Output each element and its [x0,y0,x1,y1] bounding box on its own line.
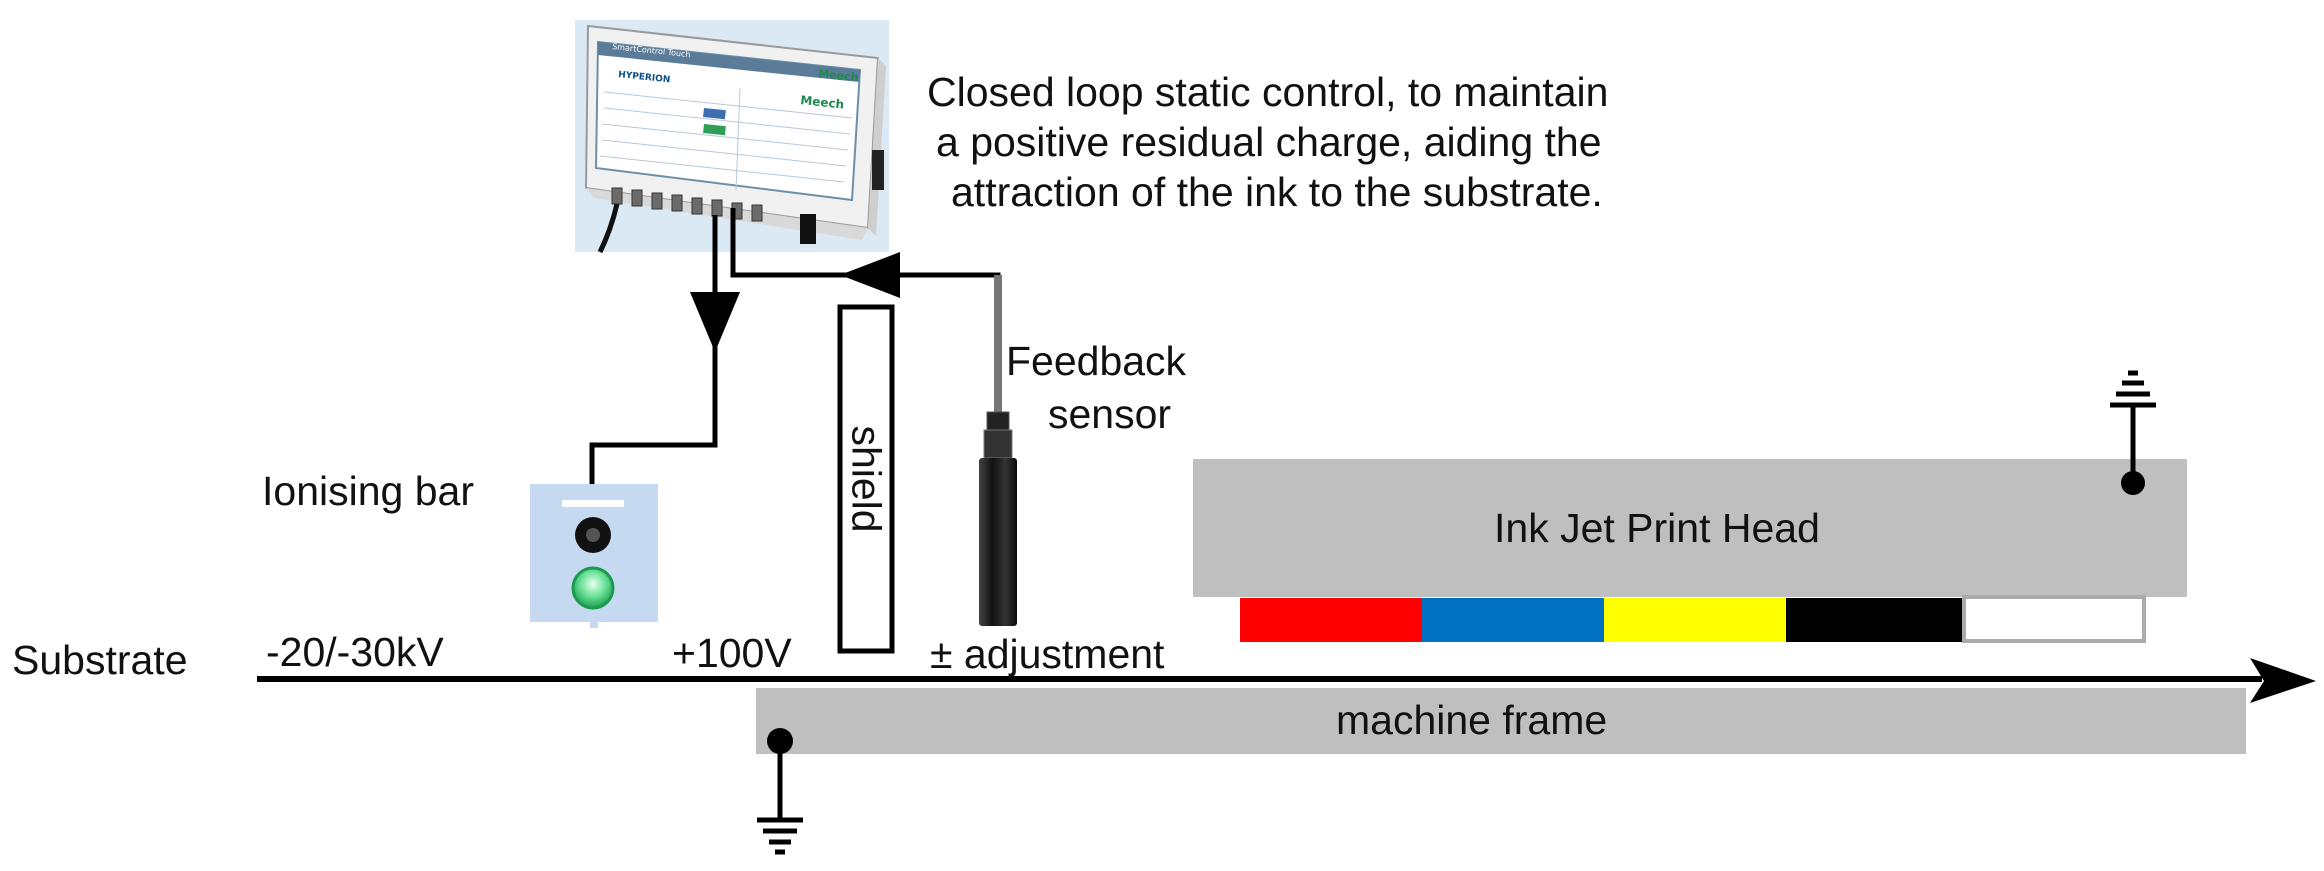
substrate-label: Substrate [12,637,188,683]
description-line-2: a positive residual charge, aiding the [936,119,1602,165]
ink-bar-black [1786,598,1964,642]
print-head-label: Ink Jet Print Head [1494,505,1820,551]
print-head [1193,459,2187,597]
controller-screen-button-blue [703,108,726,120]
controller-brand: Meech [818,67,859,84]
ink-bar-white [1962,595,2146,643]
ionising-bar-connector-inner [586,528,600,542]
print-head-ground-node [2121,471,2145,495]
feedback-sensor-body [979,458,1017,626]
voltage-positive-label: +100V [672,630,792,676]
substrate-arrowhead [2250,658,2316,703]
ink-bars [1240,595,2146,643]
wiring [589,208,1001,528]
adjustment-label: ± adjustment [930,631,1165,677]
controller-side [868,58,886,236]
ink-bar-blue [1422,598,1604,642]
ionising-bar-led [571,566,615,610]
controller-right-plug [872,150,884,190]
shield [837,304,895,654]
voltage-negative-label: -20/-30kV [266,629,444,675]
left-arrowhead [840,252,900,298]
ionising-bar-slot [562,500,624,507]
description-line-3: attraction of the ink to the substrate. [951,169,1603,215]
controller-screen-grid [599,87,853,191]
controller-screen-header [598,42,860,82]
ionising-bar-cable [589,215,718,528]
controller-device: SmartControl Touch Meech HYPERION Meech [575,20,889,254]
controller-cable-left [597,203,620,254]
controller-side-plug [800,214,816,244]
feedback-sensor-label-line-1: Feedback [1006,338,1187,384]
feedback-sensor-thread [983,429,1013,459]
feedback-sensor-collar [986,411,1010,431]
down-arrowhead [690,292,740,352]
machine-frame [756,688,2246,754]
ink-bar-red [1240,598,1422,642]
ionising-bar [530,484,658,628]
ionising-bar-label: Ionising bar [262,468,474,514]
ionising-bar-foot [590,620,598,628]
feedback-sensor-cable [994,275,1002,415]
shield-label: shield [843,425,890,533]
print-head-ground [2110,370,2156,483]
machine-frame-ground-node [767,728,793,754]
machine-frame-label: machine frame [1336,697,1608,743]
description-line-1: Closed loop static control, to maintain [927,69,1609,115]
controller-panel-brand: Meech [800,93,845,112]
feedback-sensor [979,275,1017,626]
ink-bar-yellow [1604,598,1786,642]
feedback-sensor-label-line-2: sensor [1048,391,1172,437]
controller-screen-button-green [703,124,726,136]
machine-frame-ground [757,741,803,855]
